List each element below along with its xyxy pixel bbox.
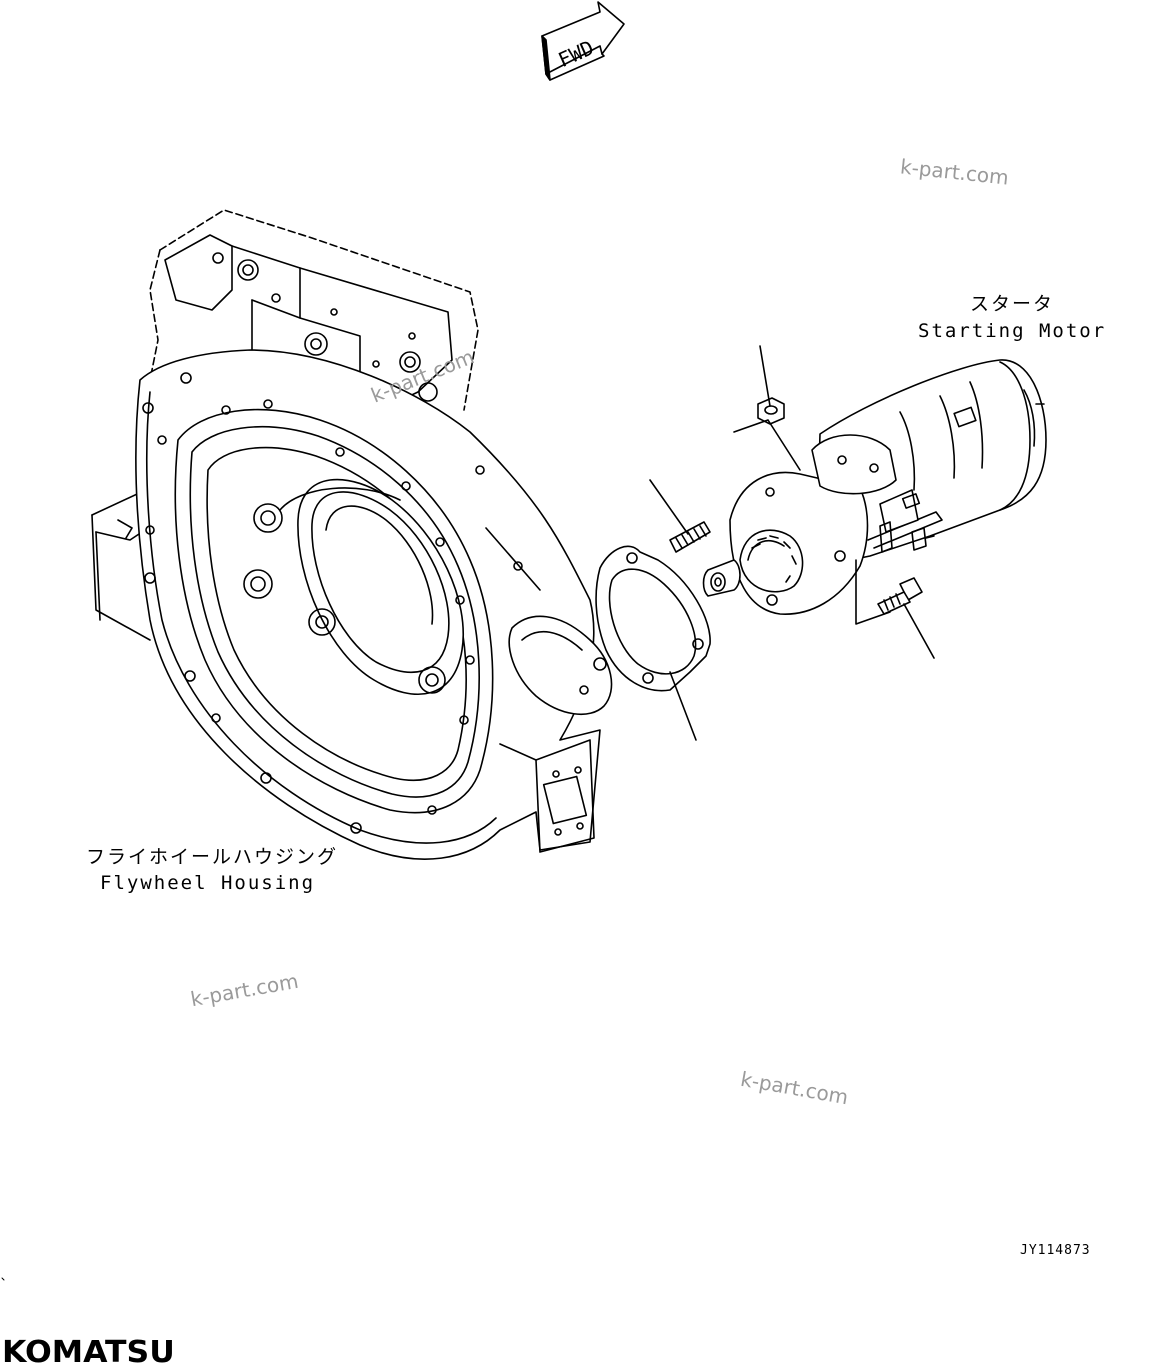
komatsu-logo: KOMATSU [2,1335,175,1370]
housing-label-jp: フライホイールハウジング [86,846,339,868]
leader-lines [649,345,935,741]
gasket [595,545,711,692]
starter-label-en: Starting Motor [918,320,1107,342]
drawing-code: JY114873 [1020,1243,1091,1258]
fwd-arrow-icon: FWD [541,1,625,81]
nut [757,397,785,425]
flywheel-housing [91,209,613,860]
stud [669,521,711,553]
housing-label-en: Flywheel Housing [100,872,316,894]
starter-label-jp: スタータ [970,293,1055,315]
starting-motor [702,359,1047,615]
bolt [877,577,923,615]
